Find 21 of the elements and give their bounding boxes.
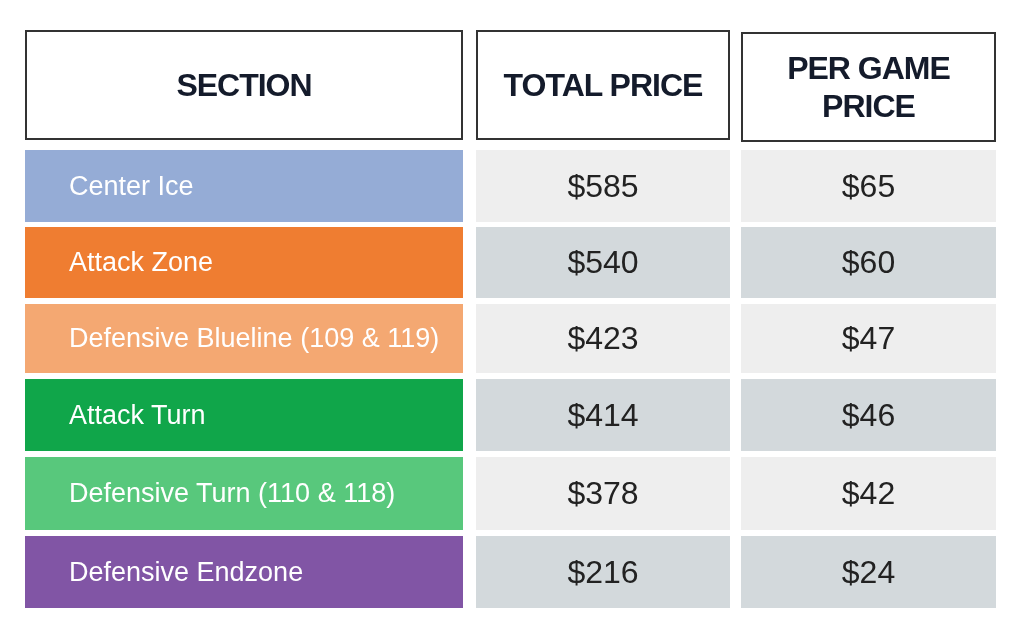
column-header: PER GAME PRICE	[741, 32, 996, 142]
per-game-price: $42	[741, 457, 996, 530]
total-price: $216	[476, 536, 730, 608]
section-name: Center Ice	[25, 150, 463, 222]
per-game-price: $47	[741, 304, 996, 373]
per-game-price: $65	[741, 150, 996, 222]
per-game-price: $46	[741, 379, 996, 451]
total-price: $414	[476, 379, 730, 451]
total-price: $540	[476, 227, 730, 298]
section-name: Defensive Turn (110 & 118)	[25, 457, 463, 530]
section-name: Defensive Endzone	[25, 536, 463, 608]
total-price: $378	[476, 457, 730, 530]
column-header: SECTION	[25, 30, 463, 140]
per-game-price: $60	[741, 227, 996, 298]
total-price: $585	[476, 150, 730, 222]
section-name: Attack Turn	[25, 379, 463, 451]
per-game-price: $24	[741, 536, 996, 608]
total-price: $423	[476, 304, 730, 373]
section-name: Defensive Blueline (109 & 119)	[25, 304, 463, 373]
section-name: Attack Zone	[25, 227, 463, 298]
column-header: TOTAL PRICE	[476, 30, 730, 140]
